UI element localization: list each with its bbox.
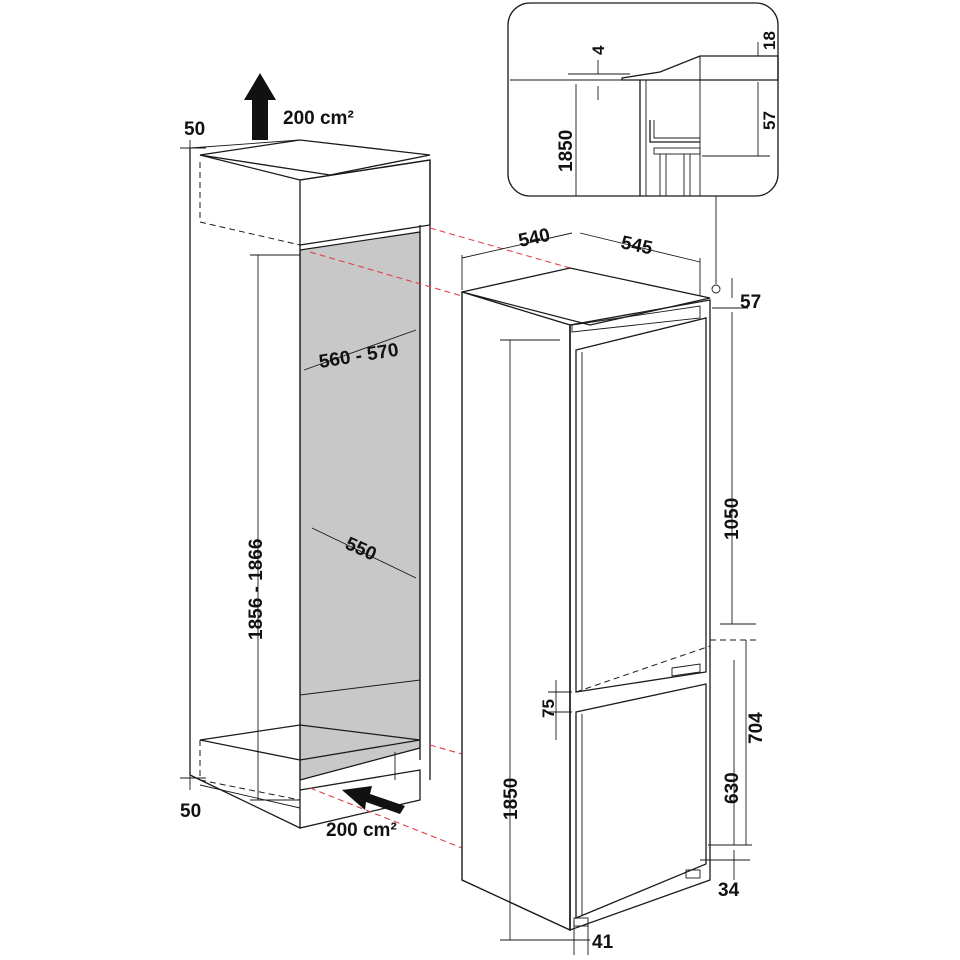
appliance-top [461,267,711,326]
vent-top-label: 200 cm² [283,108,354,129]
plinth-left-inner [199,784,301,809]
upper-door-label: 1050 [722,498,743,540]
alignment-guides [309,227,571,849]
detail-frame [507,2,779,197]
niche-width-line [303,329,417,371]
cabinet-outer-top [189,139,301,149]
dim-34-label: 34 [718,880,740,901]
niche-depth-line [311,527,417,579]
middle-hinge [671,663,701,677]
detail-pointer-dot [711,284,721,294]
detail-hinge [653,147,701,155]
dim-630-label: 630 [722,772,743,804]
appliance-foot-right [685,869,701,879]
middle-door-dash [575,645,711,693]
detail-57-label: 57 [760,111,779,130]
detail-bracket-inner [653,120,700,139]
appliance: 540 545 57 1050 704 630 34 1850 [461,225,767,955]
niche-back-wall [299,231,421,781]
width-label: 545 [619,232,655,259]
detail-18-label: 18 [760,31,779,50]
guide-mid [429,744,463,755]
niche-cabinet: 50 50 1856 - 1866 560 - 570 550 200 cm² … [180,73,431,841]
detail-4-label: 4 [589,45,608,55]
plinth-left-edge [189,774,301,829]
guide-top-right [429,227,571,269]
niche-height-label: 1856 - 1866 [246,539,267,640]
dim-704-label: 704 [746,712,767,744]
cabinet-top-right-edge [299,159,431,181]
appliance-front [569,299,711,931]
depth-label: 540 [517,225,552,252]
gap-bottom-label: 50 [180,801,201,822]
door-gap-label: 75 [539,699,558,718]
width-line [579,232,701,263]
cabinet-top-lid [199,139,431,176]
cabinet-hidden-top [199,162,301,246]
dim-41-label: 41 [592,932,614,953]
top-offset-label: 57 [740,292,761,313]
appliance-top-strip [571,305,701,333]
appliance-side [461,291,571,932]
depth-line [461,232,573,259]
guide-top-left [309,251,463,297]
cabinet-top-left-edge [199,154,301,181]
gap-top-label: 50 [184,119,205,140]
plinth-front [299,769,421,829]
detail-top-panel [621,55,779,81]
vent-bottom-arrow-icon [342,786,405,814]
vent-top-arrow-icon [244,73,276,140]
cabinet-hidden-bottom [199,740,301,801]
height-label: 1850 [501,778,522,820]
detail-bracket [649,120,700,143]
guide-bottom [309,787,463,849]
detail-inset: 4 1850 18 57 [507,2,779,294]
plinth-top [199,724,421,761]
vent-bottom-label: 200 cm² [326,820,397,841]
detail-1850-label: 1850 [556,130,577,172]
lower-door [575,683,707,919]
upper-door [575,317,707,693]
